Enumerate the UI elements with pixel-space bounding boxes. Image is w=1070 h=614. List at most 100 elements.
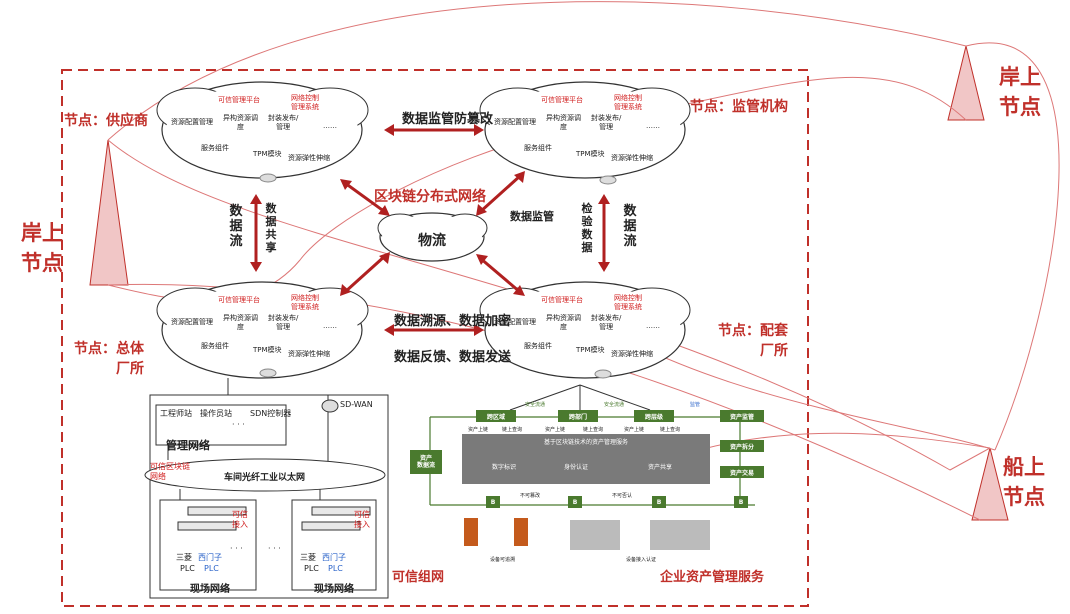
support-node-label: 节点：配套 厂所 (718, 323, 788, 359)
eng-station-label: 工程师站 (160, 409, 192, 418)
service-label: 服务组件 (524, 342, 552, 350)
uplink-2: 资产上链 (545, 427, 566, 433)
more-label: …… (646, 322, 660, 330)
field-network-1: 现场网络 (190, 584, 230, 595)
share-label: 资产共享 (648, 464, 673, 471)
cloud-logistics (377, 212, 488, 262)
more-label: …… (323, 122, 337, 130)
link-a (509, 384, 581, 411)
service-label: 服务组件 (524, 144, 552, 152)
dashed-frame (61, 69, 809, 607)
sdwan-label: SD-WAN (340, 400, 373, 409)
left-share-label: 数据 共 享 (265, 202, 277, 254)
cloud-plant-content: 可信管理平台 网络控制 管理系统 资源配置管理 异构资源调 度 封装发布/ 管理… (163, 292, 363, 372)
logistics-label: 物流 (418, 233, 446, 249)
block-3: B (652, 496, 666, 508)
ship-triangle (971, 447, 1009, 521)
left-flow-label: 数据 流 (229, 204, 243, 249)
trusted-access-2: 可信 接入 (354, 510, 370, 529)
netctl-label: 网络控制 管理系统 (291, 294, 319, 311)
more-label: …… (323, 322, 337, 330)
cross-level-box: 跨层级 (634, 410, 674, 422)
ship-node-label: 船上 节点 (1003, 455, 1045, 509)
tpm-label: TPM模块 (253, 346, 282, 354)
siemens-1: 西门子 (198, 553, 222, 562)
elastic-label: 资源弹性伸缩 (611, 154, 653, 162)
blockchain-service-band: 基于区块链技术的资产管理服务 数字标识 身份认证 资产共享 (462, 434, 710, 484)
plc-3: PLC (304, 564, 319, 573)
uplink-3: 资产上链 (624, 427, 645, 433)
op-station-label: 操作员站 (200, 409, 232, 418)
deny-label: 不可否认 (612, 493, 633, 499)
traceable-label: 设备可追溯 (490, 557, 516, 563)
elastic-label: 资源弹性伸缩 (288, 154, 330, 162)
trusted-platform-label: 可信管理平台 (541, 96, 583, 104)
plc-2: PLC (204, 564, 219, 573)
flow-safe-1: 安全流通 (525, 402, 546, 408)
publish-label: 封装发布/ 管理 (591, 114, 622, 131)
regulator-node-label: 节点：监管机构 (690, 99, 788, 115)
query-3: 链上查询 (660, 427, 681, 433)
shore-node-right-label: 岸上 节点 (999, 65, 1041, 119)
block-1: B (486, 496, 500, 508)
dots-3: · · · (268, 544, 281, 553)
trusted-bc-label: 可信区块链 网络 (150, 462, 190, 481)
publish-label: 封装发布/ 管理 (268, 114, 299, 131)
service-label: 服务组件 (201, 144, 229, 152)
curve-5 (107, 283, 981, 521)
plc-1: PLC (180, 564, 195, 573)
digital-id-label: 数字标识 (492, 464, 517, 471)
trusted-access-1: 可信 接入 (232, 510, 248, 529)
netctl-label: 网络控制 管理系统 (614, 294, 642, 311)
machine-2 (650, 520, 710, 550)
right-check-label: 检 验 数 据 (581, 202, 593, 254)
hetero-label: 异构资源调 度 (223, 314, 258, 331)
dots-2: · · · (230, 544, 243, 553)
blockchain-label: 区块链分布式网络 (374, 189, 486, 205)
identity-label: 身份认证 (564, 464, 589, 471)
asset-service-title: 企业资产管理服务 (660, 570, 765, 585)
robot-1 (464, 518, 478, 546)
edge-bottom2-label: 数据反馈、数据发送 (394, 350, 512, 365)
cross-dept-box: 跨部门 (558, 410, 598, 422)
resource-config-label: 资源配置管理 (171, 118, 213, 126)
edge-bottom1-label: 数据溯源、数据加密 (394, 314, 512, 329)
tpm-label: TPM模块 (253, 150, 282, 158)
right-flow-label: 数据 流 (623, 204, 637, 249)
mitsu-1: 三菱 (176, 553, 192, 562)
curve-1 (107, 139, 991, 471)
field-network-2: 现场网络 (314, 584, 354, 595)
supervise-small: 监管 (690, 402, 701, 408)
robot-2 (514, 518, 528, 546)
curve-3 (965, 42, 1060, 451)
edge-top-label: 数据监管防篡改 (402, 112, 494, 127)
red-arrows (250, 124, 610, 336)
asset-split-box: 资产拆分 (720, 440, 764, 452)
query-2: 链上查询 (583, 427, 604, 433)
trusted-networking-label: 可信组网 (392, 570, 445, 585)
machine-1 (570, 520, 620, 550)
dots-1: · · · (232, 420, 245, 429)
trusted-platform-label: 可信管理平台 (541, 296, 583, 304)
asset-supervise-box: 资产监管 (720, 410, 764, 422)
supplier-node-label: 节点：供应商 (64, 113, 148, 129)
network-panel (144, 378, 389, 599)
hetero-label: 异构资源调 度 (223, 114, 258, 131)
tamper-label: 不可篡改 (520, 493, 541, 499)
curve-2 (107, 1, 967, 141)
uplink-1: 资产上链 (468, 427, 489, 433)
shore-node-left-label: 岸上 节点 (21, 221, 63, 275)
query-1: 链上查询 (502, 427, 523, 433)
asset-data-box: 资产 数据流 (410, 450, 442, 474)
plant-node-label: 节点：总体 厂所 (74, 341, 144, 377)
netctl-label: 网络控制 管理系统 (291, 94, 319, 111)
hetero-label: 异构资源调 度 (546, 114, 581, 131)
cloud-plant (156, 281, 369, 379)
resource-config-label: 资源配置管理 (494, 118, 536, 126)
tpm-label: TPM模块 (576, 150, 605, 158)
asset-trade-box: 资产交易 (720, 466, 764, 478)
siemens-2: 西门子 (322, 553, 346, 562)
trusted-platform-label: 可信管理平台 (218, 96, 260, 104)
data-supervise-label: 数据监管 (510, 210, 554, 223)
